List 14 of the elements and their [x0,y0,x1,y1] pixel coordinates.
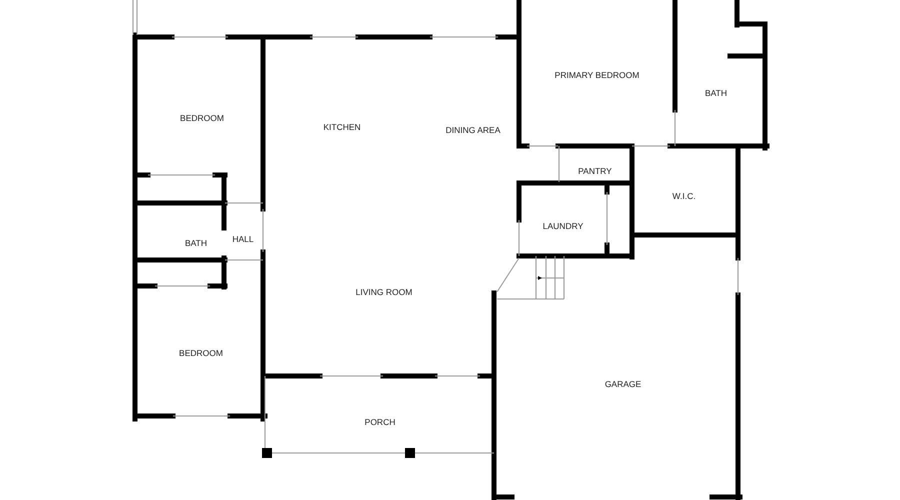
room-label: LIVING ROOM [356,287,412,297]
room-label: LAUNDRY [542,221,584,231]
room-label: BATH [704,88,728,98]
room-label: PANTRY [578,166,612,176]
room-label: BATH [184,238,208,248]
room-label: HALL [232,234,254,244]
room-label: BEDROOM [179,348,223,358]
room-label: KITCHEN [323,122,361,132]
room-label: W.I.C. [672,191,696,201]
room-label: BEDROOM [180,113,224,123]
room-label: PRIMARY BEDROOM [554,70,640,80]
room-label: GARAGE [604,379,642,389]
room-label: PORCH [364,417,396,427]
room-label: DINING AREA [446,125,500,135]
